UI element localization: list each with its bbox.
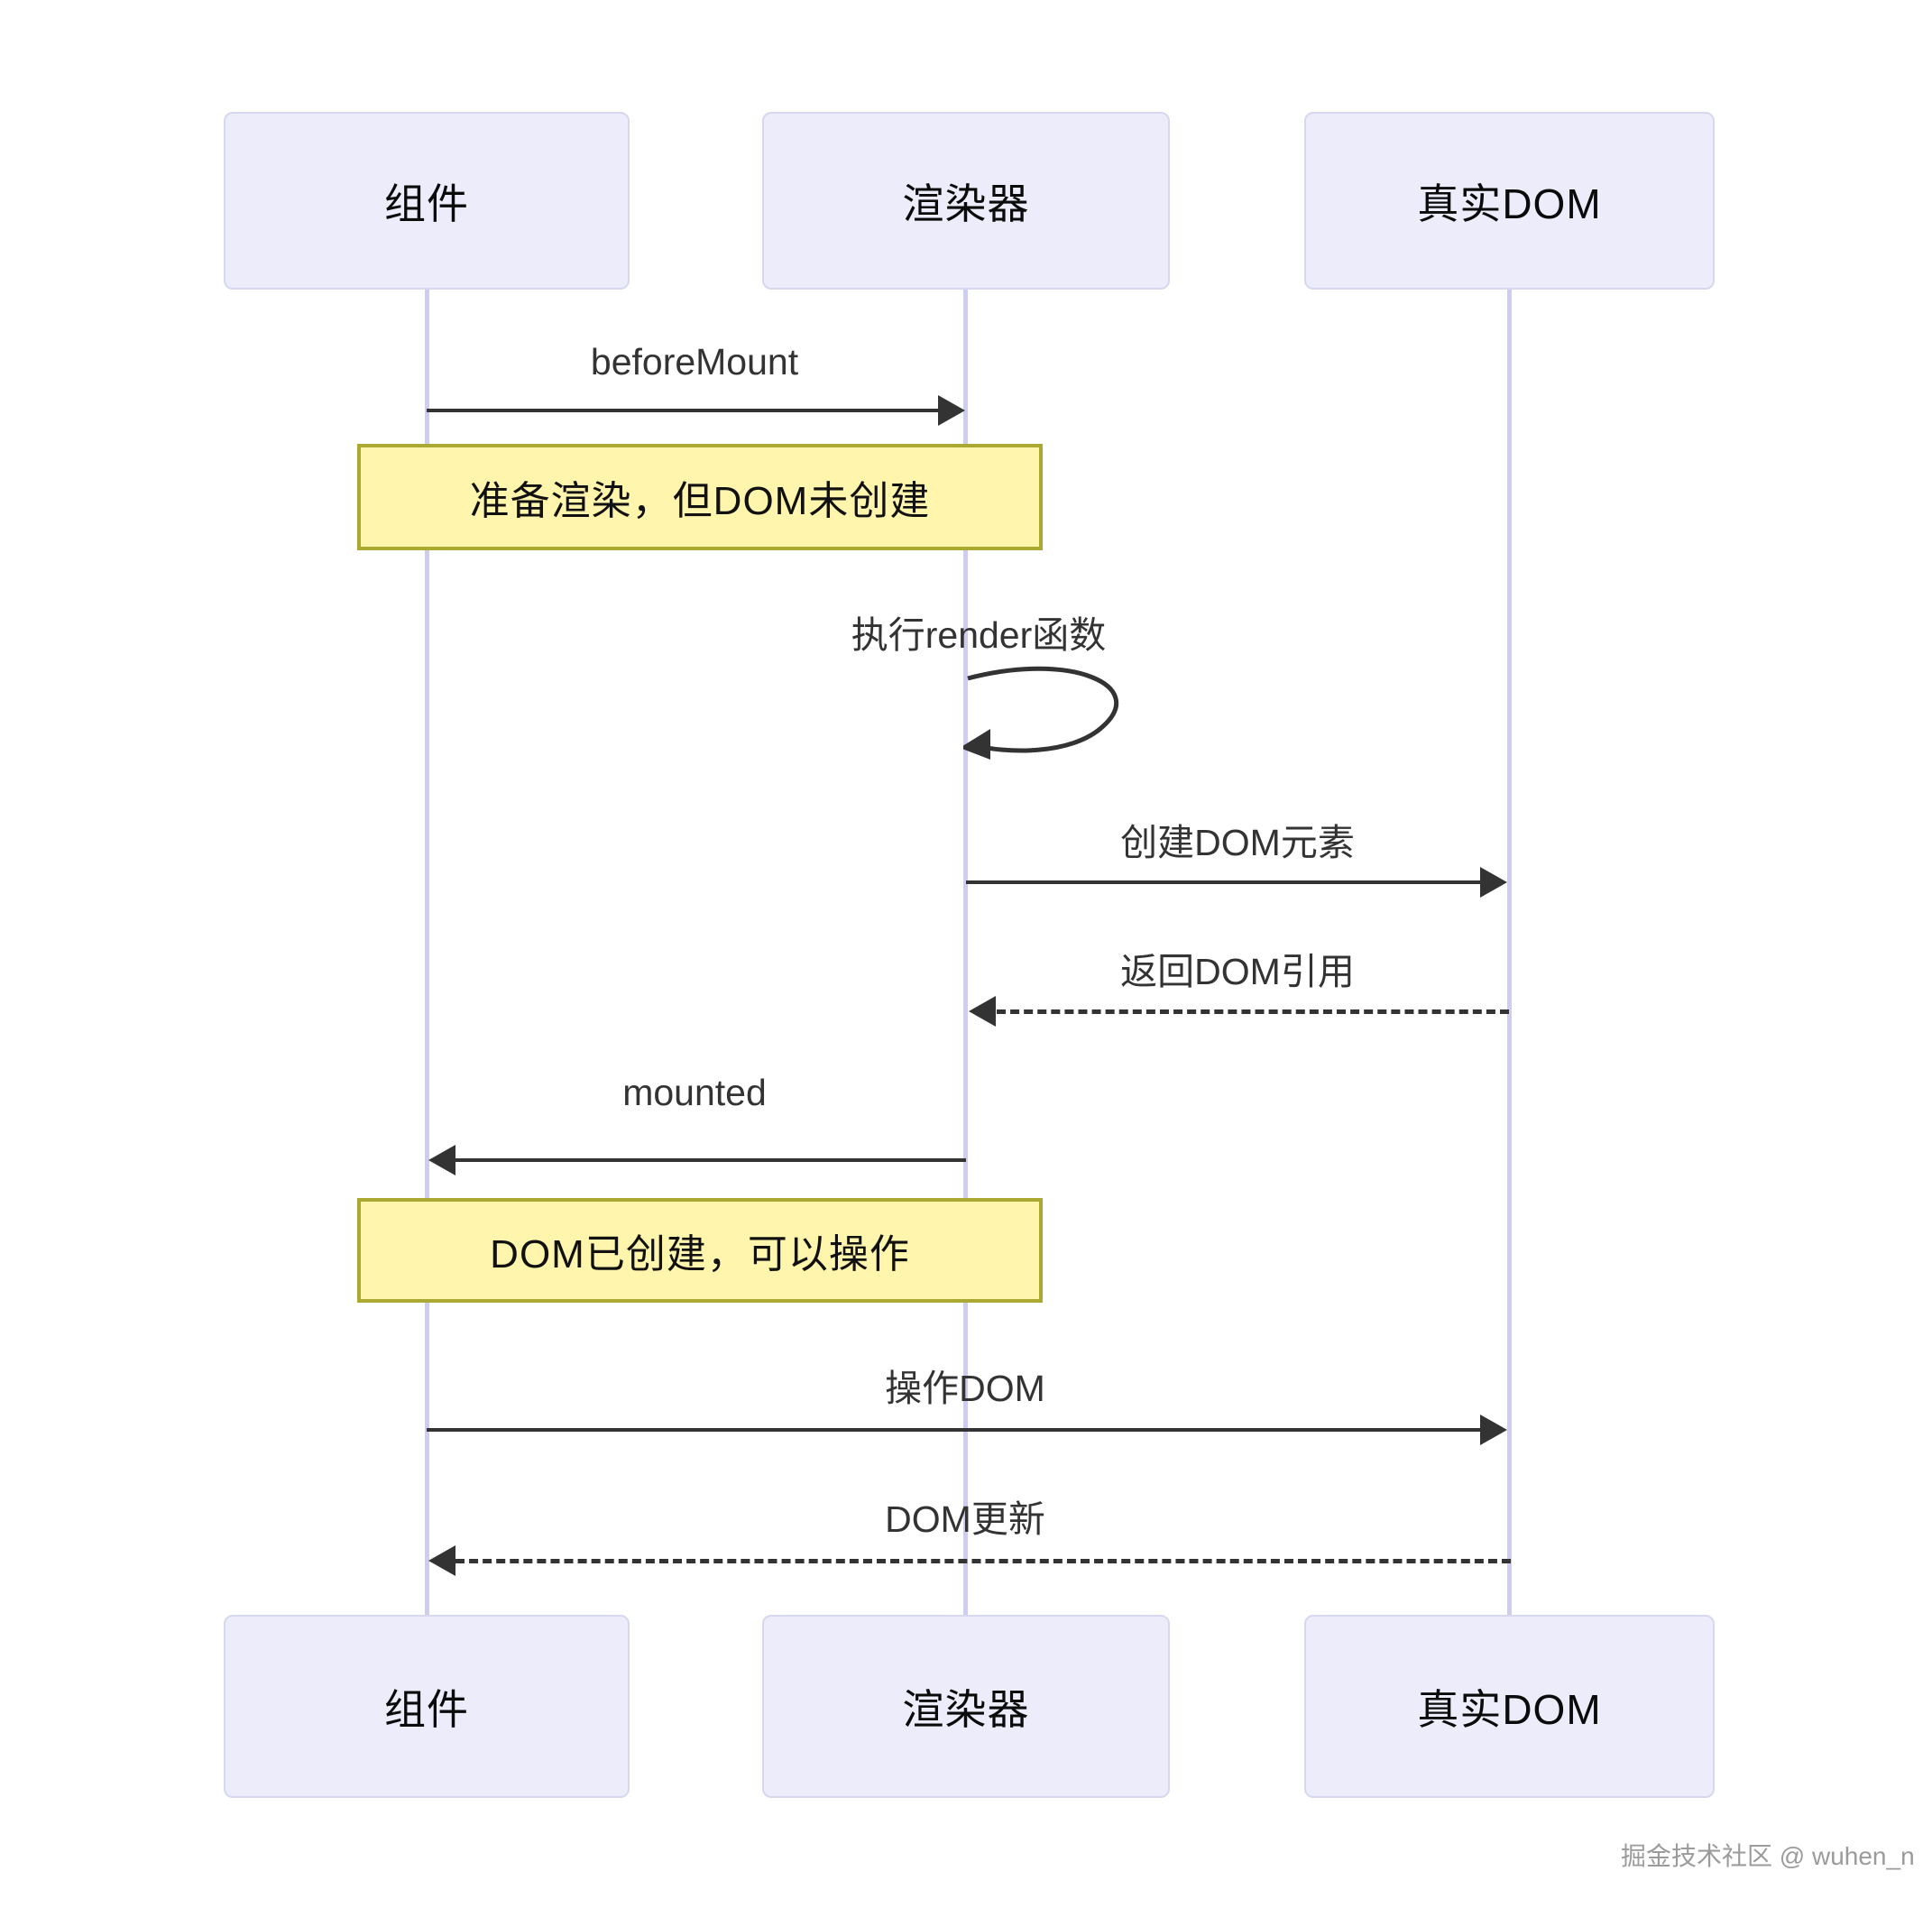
participant-top-renderer[interactable]: 渲染器 — [762, 112, 1170, 290]
lifeline-realdom — [1507, 289, 1512, 1624]
note-dom-created: DOM已创建，可以操作 — [357, 1198, 1043, 1303]
arrowhead-dom-update — [428, 1545, 455, 1576]
participant-label: 真实DOM — [1417, 1685, 1602, 1733]
message-line-operate-dom — [427, 1428, 1498, 1432]
lifeline-component — [425, 289, 429, 1624]
note-label: 准备渲染，但DOM未创建 — [469, 479, 931, 523]
selfloop-render — [963, 666, 1118, 760]
participant-label: 渲染器 — [902, 1685, 1030, 1733]
watermark: 掘金技术社区 @ wuhen_n — [1621, 1842, 1915, 1870]
arrowhead-beforemount — [938, 395, 965, 426]
message-line-beforemount — [427, 409, 959, 412]
arrowhead-create-dom — [1480, 867, 1507, 898]
arrowhead-return-ref — [969, 996, 996, 1027]
message-label-beforemount: beforeMount — [590, 341, 799, 383]
participant-bottom-renderer[interactable]: 渲染器 — [762, 1615, 1170, 1798]
participant-top-realdom[interactable]: 真实DOM — [1304, 112, 1715, 290]
message-line-return-ref — [997, 1009, 1509, 1014]
participant-bottom-component[interactable]: 组件 — [224, 1615, 630, 1798]
arrowhead-mounted — [428, 1145, 455, 1175]
message-label-dom-update: DOM更新 — [885, 1498, 1045, 1540]
participant-top-component[interactable]: 组件 — [224, 112, 630, 290]
message-label-mounted: mounted — [622, 1072, 767, 1113]
message-line-create-dom — [966, 880, 1498, 884]
message-line-mounted — [455, 1158, 966, 1162]
note-prepare-render: 准备渲染，但DOM未创建 — [357, 444, 1043, 550]
message-label-create-dom: 创建DOM元素 — [1120, 822, 1355, 863]
note-label: DOM已创建，可以操作 — [490, 1232, 910, 1277]
arrowhead-operate-dom — [1480, 1415, 1507, 1445]
participant-label: 真实DOM — [1417, 180, 1602, 227]
participant-label: 渲染器 — [902, 180, 1030, 227]
message-label-operate-dom: 操作DOM — [885, 1368, 1045, 1409]
participant-bottom-realdom[interactable]: 真实DOM — [1304, 1615, 1715, 1798]
participant-label: 组件 — [384, 180, 469, 227]
participant-label: 组件 — [384, 1685, 469, 1733]
message-label-render: 执行render函数 — [851, 614, 1107, 656]
message-label-return-ref: 返回DOM引用 — [1120, 951, 1355, 992]
lifeline-renderer — [963, 289, 968, 1624]
message-line-dom-update — [455, 1559, 1511, 1563]
